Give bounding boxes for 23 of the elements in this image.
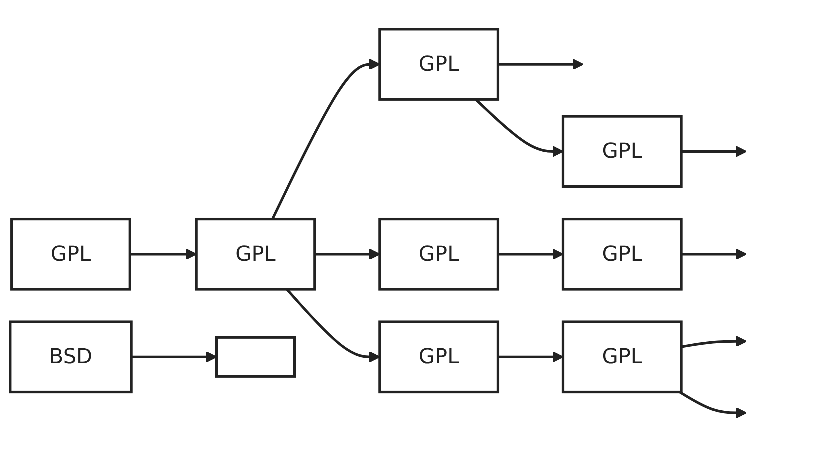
arrow — [682, 248, 748, 260]
arrow — [286, 288, 380, 363]
node-box: GPL — [562, 320, 683, 394]
arrow — [498, 248, 564, 260]
node-box: GPL — [10, 218, 132, 291]
node-box: GPL — [562, 115, 683, 188]
arrow — [681, 336, 748, 348]
node-box: GPL — [378, 218, 500, 291]
arrow — [679, 391, 748, 419]
node-box: GPL — [562, 218, 683, 291]
arrow — [132, 351, 218, 363]
arrow — [498, 58, 584, 70]
node-box — [215, 336, 296, 378]
arrow — [475, 98, 564, 158]
arrow — [130, 248, 198, 260]
arrow — [682, 146, 748, 158]
node-box: GPL — [378, 28, 500, 101]
node-box: GPL — [378, 320, 500, 394]
node-box: GPL — [195, 218, 316, 291]
arrow — [314, 248, 380, 260]
arrow — [272, 58, 380, 220]
arrow — [498, 351, 564, 363]
node-box: BSD — [9, 320, 133, 394]
